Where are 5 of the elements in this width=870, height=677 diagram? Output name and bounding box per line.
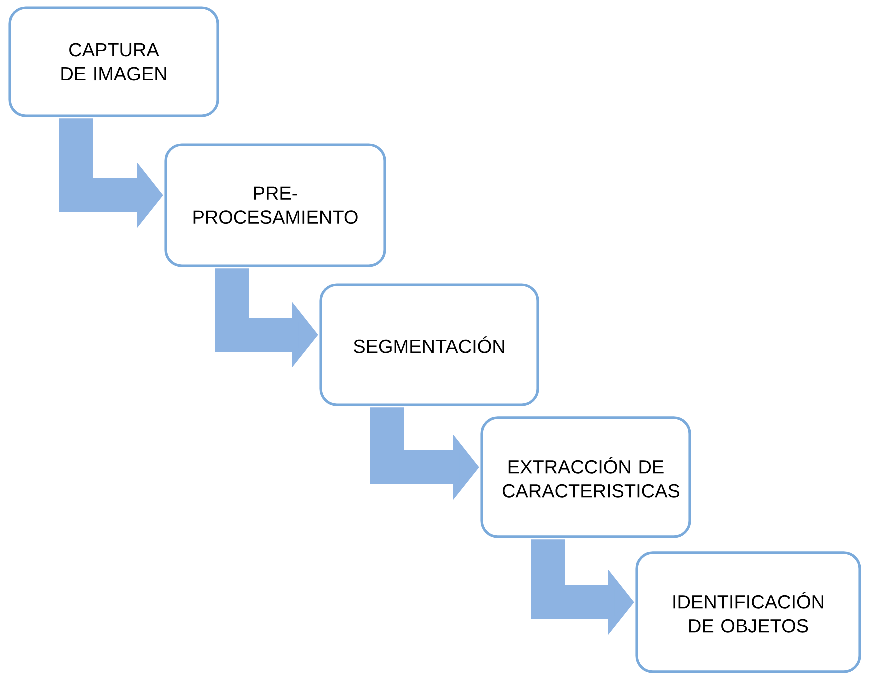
process-box: PRE- PROCESAMIENTO <box>164 144 386 268</box>
process-box: EXTRACCIÓN DE CARACTERISTICAS <box>480 416 692 538</box>
process-box: SEGMENTACIÓN <box>320 284 540 406</box>
process-box: CAPTURA DE IMAGEN <box>8 6 220 118</box>
process-box: IDENTIFICACIÓN DE OBJETOS <box>636 552 862 674</box>
